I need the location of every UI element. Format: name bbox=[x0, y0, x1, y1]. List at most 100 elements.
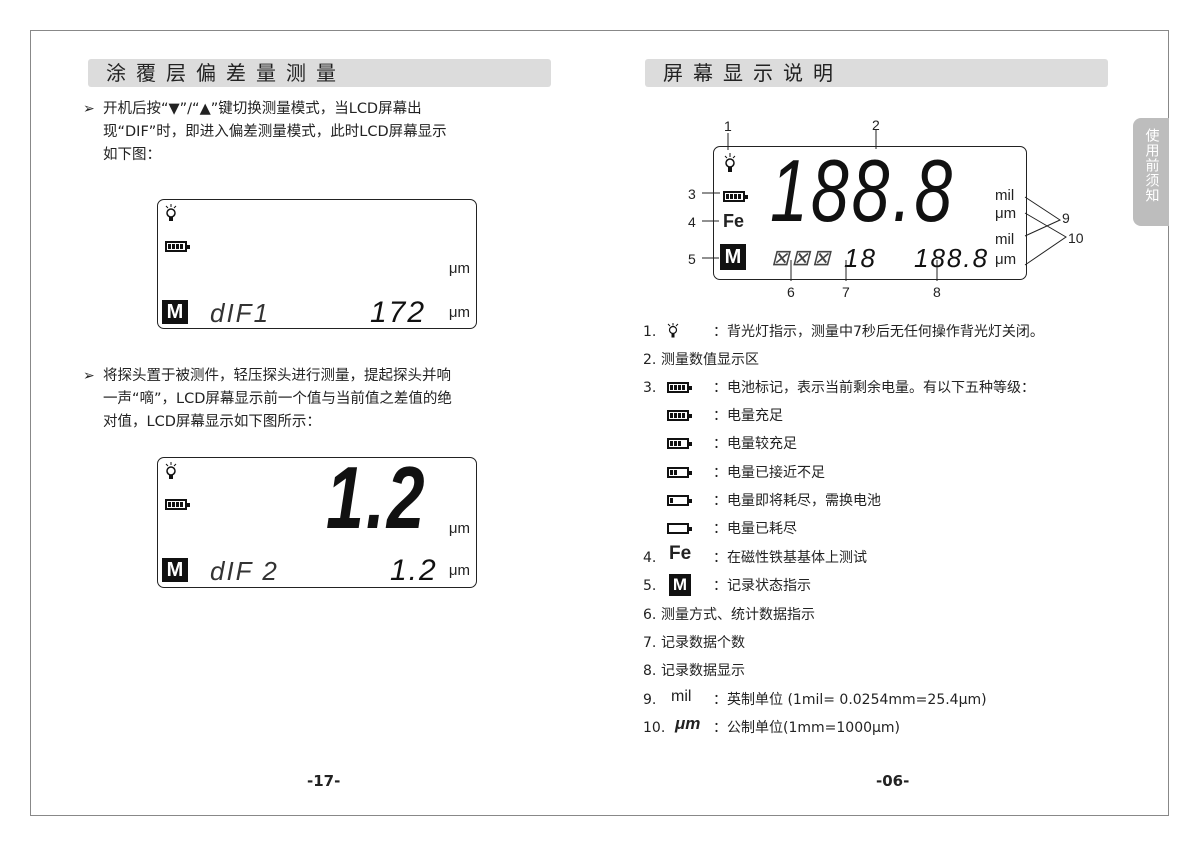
callout-4: 4 bbox=[688, 214, 696, 230]
paragraph-measure-difference: ➢ 将探头置于被测件，轻压探头进行测量，提起探头并响 一声“嘀”，LCD屏幕显示… bbox=[83, 365, 452, 434]
record-count: 18 bbox=[844, 243, 877, 273]
mode-indicator: dIF 2 bbox=[210, 556, 279, 586]
text-line: 一声“嘀”，LCD屏幕显示前一个值与当前值之差值的绝 bbox=[103, 391, 452, 407]
memory-m-icon: M bbox=[720, 244, 746, 270]
fe-icon: Fe bbox=[669, 543, 692, 564]
item-text: ：电量即将耗尽，需换电池 bbox=[713, 493, 881, 509]
unit-mil-label: mil bbox=[995, 231, 1015, 248]
item-text: ：在磁性铁基基体上测试 bbox=[713, 550, 867, 566]
item-number: 1. bbox=[643, 324, 657, 340]
item-text: ：电量较充足 bbox=[713, 436, 797, 452]
record-value: 172 bbox=[370, 296, 427, 329]
battery-full-icon bbox=[165, 241, 190, 252]
legend-item: 9. mil ：英制单位 (1mil= 0.0254mm=25.4μm) bbox=[643, 688, 987, 710]
item-text: ：背光灯指示，测量中7秒后无任何操作背光灯关闭。 bbox=[713, 324, 1044, 340]
page-frame bbox=[30, 30, 1169, 816]
callout-2: 2 bbox=[872, 117, 880, 133]
memory-m-icon: M bbox=[162, 300, 188, 324]
item-number: 4. bbox=[643, 550, 657, 566]
mode-indicator: dIF1 bbox=[210, 298, 271, 328]
fe-indicator: Fe bbox=[723, 211, 745, 231]
lcd-diagram: Fe M 188.8 ⊠⊠⊠ 18 188.8 mil μm mil μm bbox=[713, 146, 1027, 280]
side-tab-before-use[interactable]: 使用前须知 bbox=[1133, 118, 1169, 226]
arrow-bullet-icon: ➢ bbox=[83, 368, 95, 384]
item-number: 3. bbox=[643, 380, 657, 396]
arrow-bullet-icon: ➢ bbox=[83, 101, 95, 117]
battery-full-icon bbox=[723, 191, 748, 202]
item-text: ：公制单位(1mm=1000μm) bbox=[713, 720, 901, 736]
page-number-right: -06- bbox=[876, 772, 910, 790]
callout-8: 8 bbox=[933, 284, 941, 300]
callout-1: 1 bbox=[724, 118, 732, 134]
legend-item: 7.记录数据个数 bbox=[643, 633, 745, 653]
legend-item: 10. μm ：公制单位(1mm=1000μm) bbox=[643, 714, 900, 738]
battery-level-icon bbox=[667, 495, 692, 506]
item-number: 9. bbox=[643, 692, 657, 708]
callout-7: 7 bbox=[842, 284, 850, 300]
item-number: 8. bbox=[643, 663, 657, 679]
legend-item: 1. ：背光灯指示，测量中7秒后无任何操作背光灯关闭。 bbox=[643, 322, 1044, 342]
main-value: 188.8 bbox=[770, 141, 956, 241]
legend-item: 5. M ：记录状态指示 bbox=[643, 574, 811, 596]
memory-m-icon: M bbox=[162, 558, 188, 582]
legend-item: 8.记录数据显示 bbox=[643, 661, 745, 681]
unit-um-label: μm bbox=[448, 520, 470, 537]
callout-5: 5 bbox=[688, 251, 696, 267]
battery-level-icon bbox=[667, 410, 692, 421]
mil-icon: mil bbox=[671, 688, 692, 705]
item-number: 6. bbox=[643, 607, 657, 623]
battery-level-icon bbox=[667, 438, 692, 449]
item-number: 5. bbox=[643, 578, 657, 594]
text-line: 开机后按“▼”/“▲”键切换测量模式，当LCD屏幕出 bbox=[103, 101, 422, 117]
unit-um-label: μm bbox=[448, 304, 470, 321]
lcd-display-dif2: 1.2 μm M dIF 2 1.2 μm bbox=[157, 448, 477, 588]
item-text: 记录数据显示 bbox=[661, 663, 745, 679]
legend-item: 6.测量方式、统计数据指示 bbox=[643, 605, 815, 625]
text-line: 将探头置于被测件，轻压探头进行测量，提起探头并响 bbox=[103, 368, 451, 384]
paragraph-enter-dif-mode: ➢ 开机后按“▼”/“▲”键切换测量模式，当LCD屏幕出 现“DIF”时，即进入… bbox=[83, 98, 447, 167]
section-title-deviation: 涂覆层偏差量测量 bbox=[88, 59, 551, 87]
unit-um-label: μm bbox=[448, 260, 470, 277]
item-text: 测量数值显示区 bbox=[661, 352, 759, 368]
item-text: ：英制单位 (1mil= 0.0254mm=25.4μm) bbox=[713, 692, 987, 708]
item-text: 记录数据个数 bbox=[661, 635, 745, 651]
item-text: ：记录状态指示 bbox=[713, 578, 811, 594]
item-text: ：电池标记，表示当前剩余电量。有以下五种等级： bbox=[713, 380, 1035, 396]
text-line: 对值，LCD屏幕显示如下图所示： bbox=[103, 414, 321, 430]
legend-item: 4. Fe ：在磁性铁基基体上测试 bbox=[643, 544, 867, 568]
battery-level-icon bbox=[667, 467, 692, 478]
callout-10: 10 bbox=[1068, 230, 1084, 246]
text-line: 现“DIF”时，即进入偏差测量模式，此时LCD屏幕显示 bbox=[103, 124, 447, 140]
unit-um-label: μm bbox=[448, 562, 470, 579]
um-icon: μm bbox=[675, 714, 701, 733]
callout-6: 6 bbox=[787, 284, 795, 300]
lcd-display-dif1: μm M dIF1 172 μm bbox=[157, 199, 477, 329]
item-number: 7. bbox=[643, 635, 657, 651]
battery-full-icon bbox=[165, 499, 190, 510]
unit-um-label: μm bbox=[995, 251, 1017, 268]
memory-m-icon: M bbox=[669, 574, 691, 596]
unit-um-label: μm bbox=[995, 205, 1017, 222]
main-value: 1.2 bbox=[326, 448, 427, 548]
backlight-bulb-icon bbox=[165, 204, 177, 221]
backlight-bulb-icon bbox=[667, 323, 679, 338]
battery-level-icon bbox=[667, 523, 692, 534]
backlight-bulb-icon bbox=[724, 153, 736, 172]
battery-level-icon bbox=[667, 382, 692, 393]
side-tab-label: 使用前须知 bbox=[1143, 128, 1160, 203]
legend-item: 3. ：电池标记，表示当前剩余电量。有以下五种等级： bbox=[643, 378, 1035, 398]
text-line: 如下图： bbox=[103, 147, 161, 163]
callout-9: 9 bbox=[1062, 210, 1070, 226]
record-value: 188.8 bbox=[914, 243, 990, 273]
page-number-left: -17- bbox=[307, 772, 341, 790]
mode-indicator: ⊠⊠⊠ bbox=[771, 245, 833, 270]
record-value: 1.2 bbox=[390, 554, 438, 587]
item-number: 10. bbox=[643, 720, 666, 736]
section-title-screen: 屏幕显示说明 bbox=[645, 59, 1108, 87]
item-text: ：电量充足 bbox=[713, 408, 783, 424]
item-text: 测量方式、统计数据指示 bbox=[661, 607, 815, 623]
callout-3: 3 bbox=[688, 186, 696, 202]
legend-item: 2.测量数值显示区 bbox=[643, 350, 759, 370]
backlight-bulb-icon bbox=[165, 462, 177, 479]
